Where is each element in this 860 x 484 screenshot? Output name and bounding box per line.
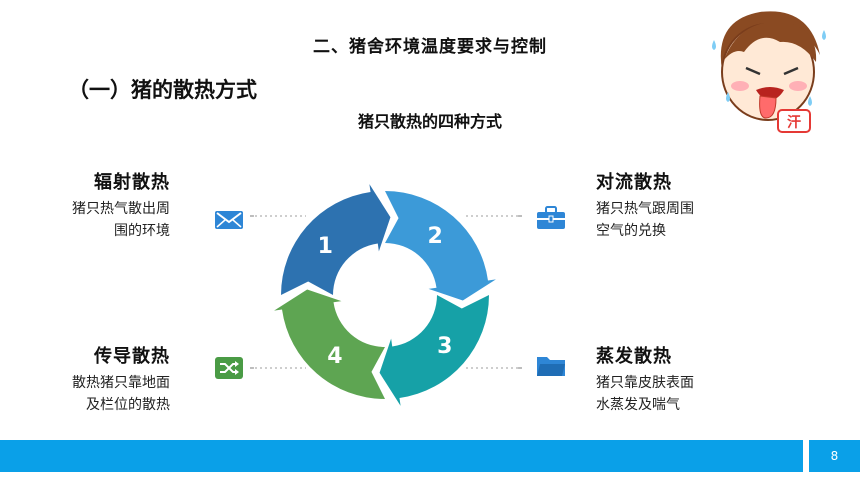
description-line: 围的环境 bbox=[114, 223, 170, 239]
cycle-segment-2 bbox=[385, 191, 496, 301]
method-description: 猪只热气散出周 围的环境 bbox=[20, 198, 170, 242]
cycle-segment-4 bbox=[274, 289, 385, 399]
method-description: 散热猪只靠地面 及栏位的散热 bbox=[20, 372, 170, 416]
method-heading: 对流散热 bbox=[596, 172, 672, 193]
connector-line bbox=[250, 215, 306, 217]
description-line: 水蒸发及喘气 bbox=[596, 397, 680, 413]
method-heading: 辐射散热 bbox=[94, 172, 170, 193]
cycle-segment-1 bbox=[281, 184, 391, 295]
method-convection: 对流散热 猪只热气跟周围 空气的兑换 bbox=[596, 168, 746, 242]
description-line: 空气的兑换 bbox=[596, 223, 666, 239]
cycle-diagram: 1 2 3 4 bbox=[274, 184, 496, 406]
cycle-segment-label: 3 bbox=[437, 334, 452, 359]
connector-line bbox=[466, 367, 522, 369]
envelope-icon bbox=[215, 211, 243, 229]
method-evaporation: 蒸发散热 猪只靠皮肤表面 水蒸发及喘气 bbox=[596, 342, 746, 416]
description-line: 猪只热气跟周围 bbox=[596, 201, 694, 217]
connector-line bbox=[466, 215, 522, 217]
shuffle-icon bbox=[215, 357, 243, 379]
page-number: 8 bbox=[809, 440, 860, 472]
sweating-mascot-image: 汗 bbox=[700, 0, 840, 135]
footer-bar bbox=[0, 440, 803, 472]
section-title: （一）猪的散热方式 bbox=[68, 78, 257, 102]
cycle-segment-3 bbox=[379, 295, 489, 406]
slide-title: 二、猪舍环境温度要求与控制 bbox=[313, 37, 547, 57]
method-radiation: 辐射散热 猪只热气散出周 围的环境 bbox=[20, 168, 170, 242]
description-line: 猪只热气散出周 bbox=[72, 201, 170, 217]
cycle-segment-label: 1 bbox=[318, 234, 333, 259]
connector-line bbox=[250, 367, 306, 369]
method-description: 猪只靠皮肤表面 水蒸发及喘气 bbox=[596, 372, 746, 416]
diagram-title: 猪只散热的四种方式 bbox=[357, 112, 502, 131]
description-line: 散热猪只靠地面 bbox=[72, 375, 170, 391]
method-description: 猪只热气跟周围 空气的兑换 bbox=[596, 198, 746, 242]
cycle-segment-label: 4 bbox=[327, 344, 342, 369]
mascot-badge-text: 汗 bbox=[787, 114, 801, 131]
method-conduction: 传导散热 散热猪只靠地面 及栏位的散热 bbox=[20, 342, 170, 416]
method-heading: 传导散热 bbox=[94, 346, 170, 367]
cycle-segment-label: 2 bbox=[427, 224, 442, 249]
description-line: 猪只靠皮肤表面 bbox=[596, 375, 694, 391]
method-heading: 蒸发散热 bbox=[596, 346, 672, 367]
description-line: 及栏位的散热 bbox=[86, 397, 170, 413]
briefcase-icon bbox=[537, 206, 565, 229]
folder-icon bbox=[537, 357, 565, 376]
